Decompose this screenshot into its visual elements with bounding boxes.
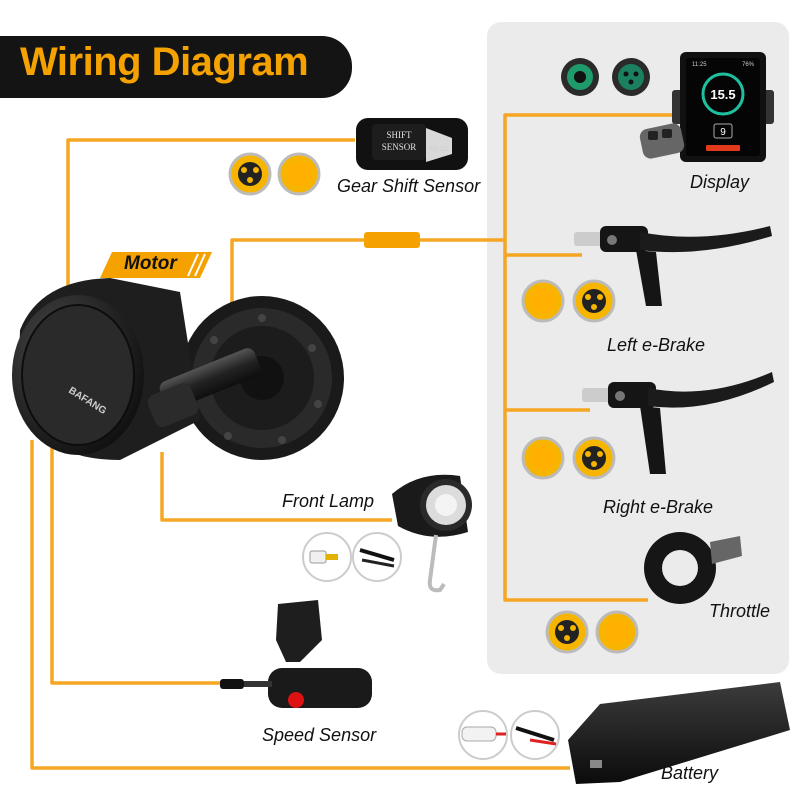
wire-connector [364,232,420,248]
wire-gear-shift [66,138,355,318]
throttle-label: Throttle [709,601,771,621]
speed-sensor-label: Speed Sensor [262,725,377,745]
motor-label: Motor [124,253,177,274]
front-lamp [392,474,472,593]
wire-battery [30,440,570,770]
motor-tag-stripe [194,253,206,277]
display-battery: 76% [742,62,755,68]
motor-tag [100,252,212,278]
battery-pack [568,682,790,784]
speed-sensor [220,600,372,708]
gear-shift-sensor-label: Gear Shift Sensor [337,176,481,196]
throttle-connectors [545,610,639,654]
battery-connectors [458,710,560,760]
display-label: Display [690,172,750,192]
left-brake-label: Left e-Brake [607,335,706,355]
page-title: Wiring Diagram [20,40,309,84]
component-panel [487,22,789,674]
motor-tag-stripe [187,253,199,277]
display-time: 11:25 [692,62,707,68]
display-unit: 11:25 76% 15.5 9 [561,52,774,162]
wire-speed-sensor [50,440,232,685]
wire-display [503,113,680,602]
gear-shift-model: SS-03 [428,146,448,153]
right-brake-lever [582,372,774,474]
throttle [644,532,742,604]
right-brake-label: Right e-Brake [603,497,714,517]
display-speed: 15.5 [710,87,735,102]
left-brake-lever [574,226,772,306]
wire-lamp [160,452,392,522]
wiring [30,113,680,770]
gear-shift-connectors [228,152,321,196]
motor: BAFANG [12,278,344,460]
gear-shift-badge-2: SENSOR [382,142,417,152]
battery-label: Battery [661,763,719,783]
front-lamp-label: Front Lamp [282,491,375,511]
right-brake-connectors [521,436,616,480]
title-banner [0,36,352,98]
left-brake-connectors [521,279,616,323]
gear-shift-badge-1: SHIFT [386,130,412,140]
gear-shift-sensor: SHIFT SENSOR SS-03 [356,118,468,170]
front-lamp-connectors [302,532,402,582]
display-level: 9 [720,127,726,138]
